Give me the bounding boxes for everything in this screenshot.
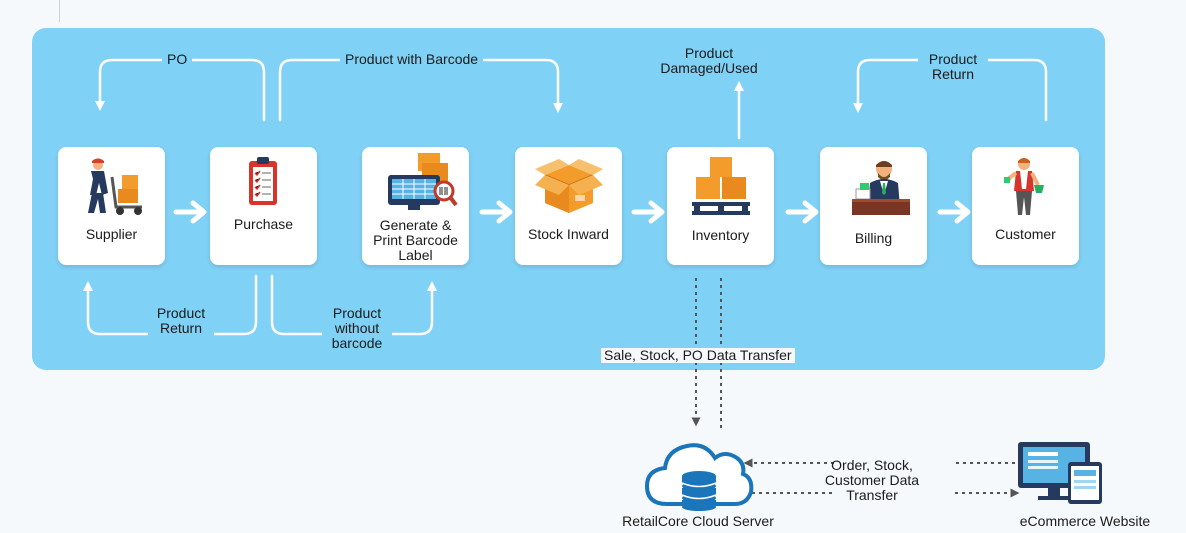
po-label: PO bbox=[162, 52, 193, 67]
cloud-database-icon bbox=[643, 430, 755, 514]
step-inventory: Inventory bbox=[667, 147, 774, 265]
step-label: Supplier bbox=[85, 226, 138, 242]
step-label: Stock Inward bbox=[528, 226, 609, 242]
supplier-icon bbox=[58, 155, 165, 219]
step-customer: Customer bbox=[972, 147, 1079, 265]
step-billing: Billing bbox=[820, 147, 927, 265]
step-purchase: Purchase bbox=[210, 147, 317, 265]
chevron-arrow-3 bbox=[631, 200, 665, 224]
step-label: Customer bbox=[995, 226, 1056, 242]
data-transfer-label: Sale, Stock, PO Data Transfer bbox=[601, 348, 795, 363]
step-stock-inward: Stock Inward bbox=[515, 147, 622, 265]
ecommerce-label: eCommerce Website bbox=[1019, 513, 1151, 529]
box-icon bbox=[515, 155, 622, 219]
step-label: Generate & Print Barcode Label bbox=[373, 217, 458, 263]
chevron-arrow-2 bbox=[479, 200, 513, 224]
product-with-barcode-arrow bbox=[278, 58, 563, 122]
chevron-arrow-4 bbox=[785, 200, 819, 224]
shopper-icon bbox=[972, 155, 1079, 219]
product-without-barcode-label: Product without barcode bbox=[322, 306, 392, 351]
divider-line bbox=[59, 0, 60, 22]
pallet-icon bbox=[667, 155, 774, 219]
clipboard-icon bbox=[210, 155, 317, 219]
customer-product-return-label: Product Return bbox=[918, 52, 988, 82]
monitor-tablet-icon bbox=[1016, 440, 1104, 506]
chevron-arrow-1 bbox=[173, 200, 207, 224]
step-supplier: Supplier bbox=[58, 147, 165, 265]
step-label: Inventory bbox=[691, 227, 750, 243]
step-generate-barcode: Generate & Print Barcode Label bbox=[362, 147, 469, 265]
po-arrow bbox=[95, 58, 266, 122]
cloud-server-label: RetailCore Cloud Server bbox=[622, 513, 774, 529]
product-with-barcode-label: Product with Barcode bbox=[340, 52, 484, 67]
barcode-printer-icon bbox=[362, 151, 469, 215]
product-damaged-label: Product Damaged/Used bbox=[660, 45, 758, 76]
step-label: Purchase bbox=[233, 216, 294, 232]
supplier-product-return-label: Product Return bbox=[148, 306, 214, 336]
chevron-arrow-5 bbox=[937, 200, 971, 224]
ecommerce-transfer-label: Order, Stock, Customer Data Transfer bbox=[824, 457, 920, 503]
step-label: Billing bbox=[854, 230, 893, 246]
cashier-icon bbox=[820, 155, 927, 219]
